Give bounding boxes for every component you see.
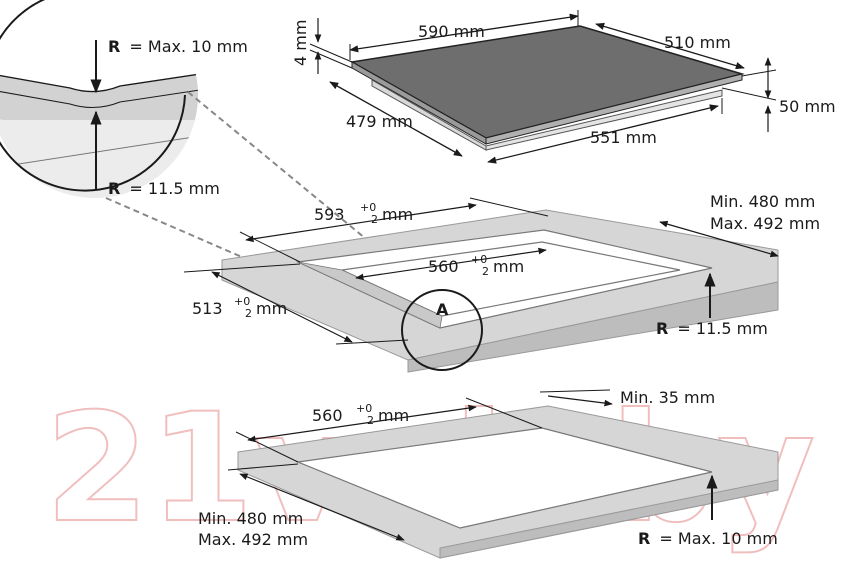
cutout-flush-worktop-max: Max. 492 mm <box>710 214 820 233</box>
hob-body-width-label: 551 mm <box>590 128 657 147</box>
dim-510-line <box>595 22 745 70</box>
cutout-standard-depth-max: Max. 492 mm <box>198 530 308 549</box>
svg-text:2: 2 <box>482 265 489 278</box>
hob-height-label: 50 mm <box>779 97 836 116</box>
hob-width-label: 590 mm <box>418 22 485 41</box>
svg-text:+0: +0 <box>471 253 487 266</box>
hob-body-depth-label: 479 mm <box>346 112 413 131</box>
r-inner-value: = 11.5 mm <box>129 179 219 198</box>
detail-marker-circle <box>401 289 483 371</box>
r-max-value: = Max. 10 mm <box>129 37 247 56</box>
detail-r-inner-label: R = 11.5 mm <box>108 179 220 198</box>
r-prefix-2: R <box>108 179 120 198</box>
svg-text:+0: +0 <box>356 402 372 415</box>
cutout-flush-depth: 513 <box>192 299 223 318</box>
svg-text:mm: mm <box>493 257 524 276</box>
svg-text:2: 2 <box>371 213 378 226</box>
svg-text:mm: mm <box>382 205 413 224</box>
cutout-flush-width: 593 <box>314 205 345 224</box>
svg-text:+0: +0 <box>360 201 376 214</box>
detail-r-max-label: R = Max. 10 mm <box>108 37 248 56</box>
svg-text:mm: mm <box>256 299 287 318</box>
cutout-standard-depth-min: Min. 480 mm <box>198 509 303 528</box>
cutout-flush-worktop-min: Min. 480 mm <box>710 192 815 211</box>
cutout-flush-inner-width: 560 <box>428 257 459 276</box>
r-prefix: R <box>108 37 120 56</box>
svg-text:2: 2 <box>367 414 374 427</box>
cutout-standard-width: 560 <box>312 406 343 425</box>
svg-text:2: 2 <box>245 307 252 320</box>
dim-479-line <box>329 81 463 157</box>
detail-marker-a: A <box>436 300 449 319</box>
cutout-flush-drawing <box>221 209 779 373</box>
hob-depth-label: 510 mm <box>664 33 731 52</box>
dim-551-line <box>487 104 719 164</box>
dim-590-line <box>349 13 579 53</box>
cutout-flush-corner-r: R = 11.5 mm <box>656 319 768 338</box>
svg-text:+0: +0 <box>234 295 250 308</box>
cutout-standard-corner-r: R = Max. 10 mm <box>638 529 778 548</box>
hob-thickness-label: 4 mm <box>291 20 310 66</box>
cutout-standard-edge-min: Min. 35 mm <box>620 388 715 407</box>
svg-text:mm: mm <box>378 406 409 425</box>
